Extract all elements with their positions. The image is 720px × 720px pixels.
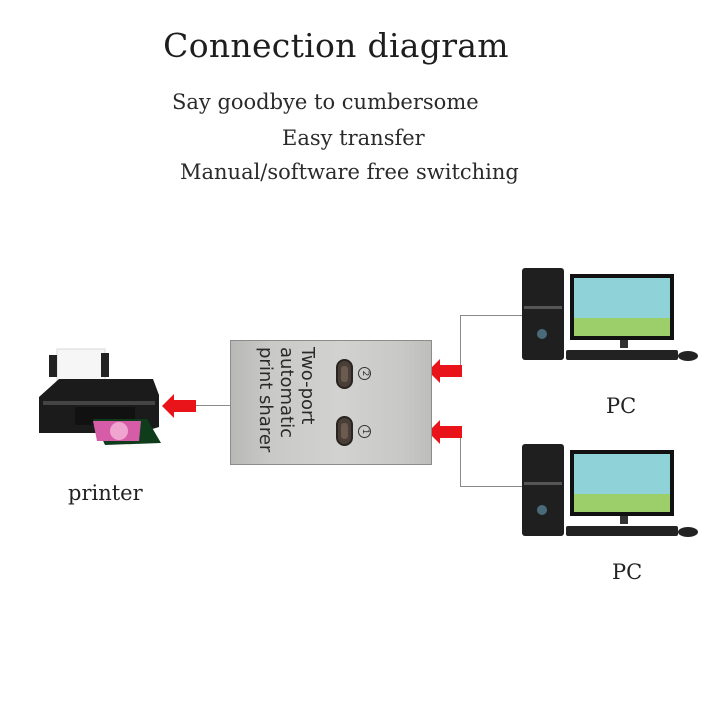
- print-sharer-device: [230, 340, 432, 465]
- sharer-line-1: Two-port: [297, 346, 318, 424]
- printer-label: printer: [68, 481, 143, 505]
- arrow-port2-icon: [428, 359, 462, 383]
- sharer-line-3: print sharer: [255, 347, 276, 453]
- connector-horizontal-top: [460, 315, 522, 316]
- pc-top-label: PC: [606, 394, 637, 418]
- print-sharer-text: Two-port automatic print sharer: [255, 346, 318, 453]
- pc-bottom-icon: [522, 444, 698, 537]
- subtitle-easy-transfer: Easy transfer: [282, 126, 425, 150]
- connector-vertical-top: [460, 315, 461, 373]
- connector-vertical-bottom: [460, 432, 461, 486]
- port-2-number: 2: [358, 367, 371, 380]
- subtitle-switching: Manual/software free switching: [180, 160, 519, 184]
- printer-icon: [39, 348, 161, 445]
- connector-horizontal-bottom: [460, 486, 522, 487]
- port-2: [336, 359, 353, 389]
- sharer-line-2: automatic: [276, 347, 297, 438]
- pc-bottom-label: PC: [612, 560, 643, 584]
- pc-top-icon: [522, 268, 698, 361]
- port-1-number: 1: [358, 425, 371, 438]
- arrow-to-printer-icon: [162, 394, 196, 418]
- arrow-port1-icon: [428, 420, 462, 444]
- port-1: [336, 416, 353, 446]
- connector-printer-sharer: [195, 405, 231, 406]
- diagram-title: Connection diagram: [163, 26, 509, 65]
- subtitle-cumbersome: Say goodbye to cumbersome: [172, 90, 479, 114]
